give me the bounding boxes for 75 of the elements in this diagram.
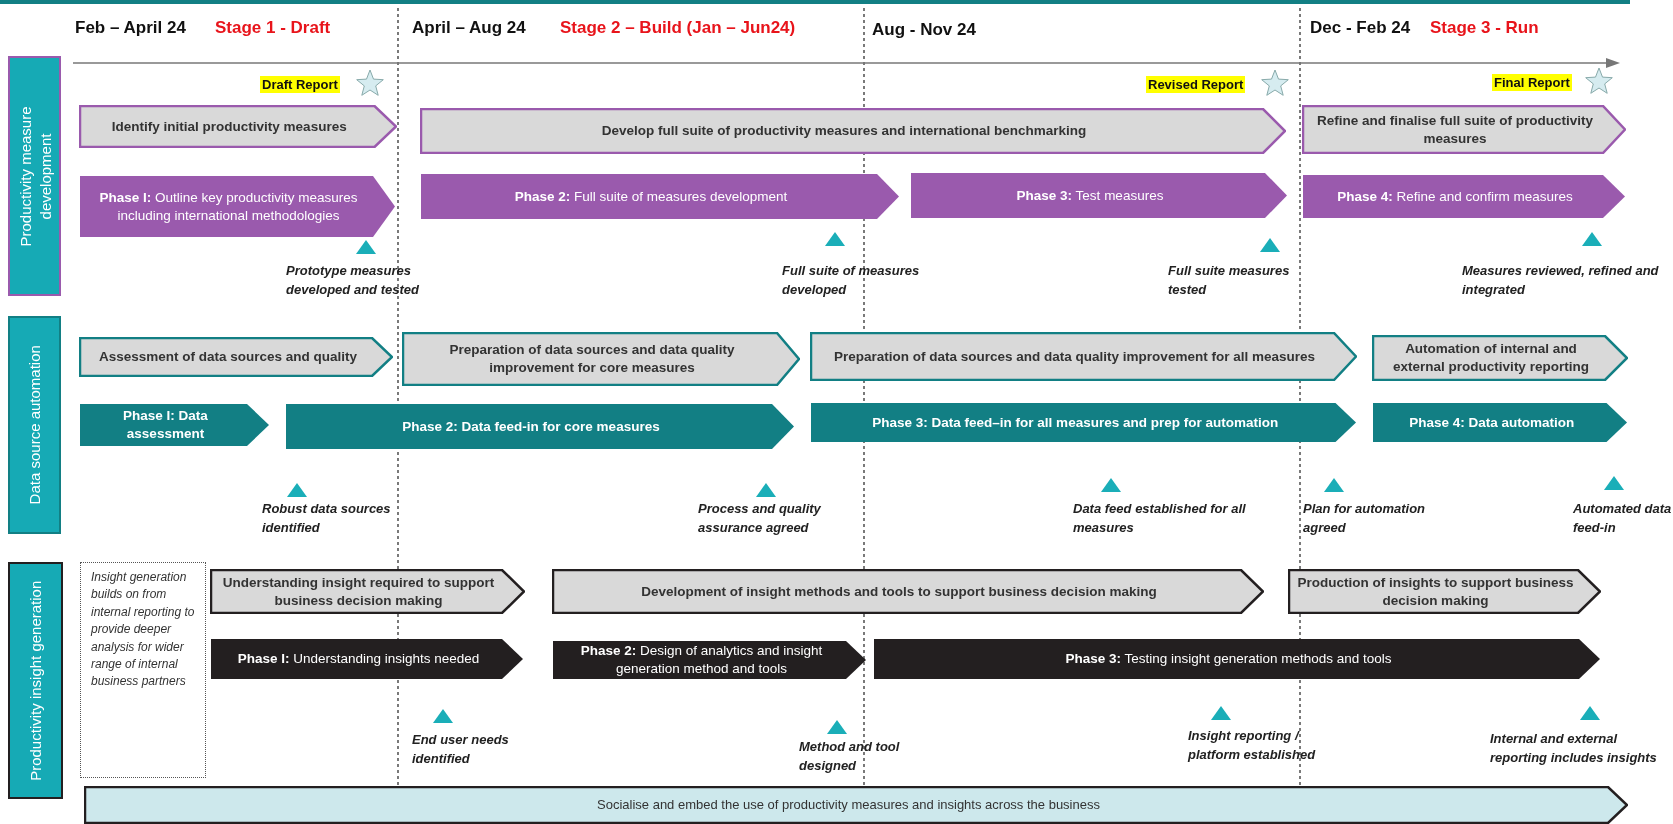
milestone-caption: Internal and external reporting includes insights	[1490, 730, 1658, 767]
banner-block	[84, 786, 1628, 824]
milestone-caption: Robust data sources identified	[262, 500, 392, 537]
task-block	[1372, 335, 1628, 381]
phase-label: Phase 2: Data feed-in for core measures	[402, 417, 660, 436]
row-heading: Productivity insight generation	[25, 579, 45, 783]
task-label: Understanding insight required to support business decision making	[221, 573, 496, 610]
milestone-caption: Method and tool designed	[799, 738, 901, 775]
phase-block	[420, 173, 900, 220]
milestone-caption: Data feed established for all measures	[1073, 500, 1247, 537]
milestone-caption: Process and quality assurance agreed	[698, 500, 822, 537]
milestone-caption: Insight reporting / platform established	[1188, 727, 1317, 764]
milestone-caption: Full suite measures tested	[1168, 262, 1291, 299]
milestone-caption: Plan for automation agreed	[1303, 500, 1427, 537]
phase-block	[873, 638, 1601, 680]
period-heading: April – Aug 24	[412, 18, 526, 38]
row-heading: Data source automation	[24, 344, 44, 507]
task-label: Preparation of data sources and data quality improvement for all measures	[834, 347, 1315, 366]
task-label: Develop full suite of productivity measures and international benchmarking	[601, 122, 1087, 140]
stage-heading: Stage 2 – Build (Jan – Jun24)	[560, 18, 796, 38]
row-heading: Productivity measure development	[15, 104, 54, 249]
milestone-caption: End user needs identified	[412, 731, 510, 768]
phase-label: Phase I: Data assessment	[122, 407, 209, 443]
report-milestone: Draft Report	[260, 76, 340, 93]
phase-label: Phase 3: Data feed–in for all measures and prep for automation	[872, 413, 1279, 432]
stage-heading: Stage 3 - Run	[1430, 18, 1539, 38]
note-box	[80, 562, 206, 778]
phase-label: Phase 4: Data automation	[1409, 413, 1575, 432]
phase-block	[210, 638, 524, 680]
phase-block	[1302, 174, 1626, 219]
task-label: Identify initial productivity measures	[111, 117, 347, 136]
phase-label: Phase 3: Testing insight generation methods and tools	[1065, 650, 1392, 668]
task-label: Preparation of data sources and data quality improvement for core measures	[448, 341, 736, 377]
report-milestone: Final Report	[1492, 74, 1572, 91]
task-block	[1302, 105, 1626, 154]
phase-block	[552, 640, 867, 680]
banner-text: Socialise and embed the use of productivity measures and insights across the business	[597, 796, 1100, 814]
note-text: Insight generation builds on from internal reporting to provide deeper analysis for wider range of internal business partners	[91, 569, 195, 691]
phase-label: Phase I: Outline key productivity measures including international methodologies	[98, 188, 359, 225]
phase-block	[810, 402, 1357, 443]
task-block	[810, 332, 1357, 381]
row-heading-band	[8, 562, 63, 799]
task-label: Refine and finalise full suite of productivity measures	[1315, 111, 1594, 148]
phase-block	[1372, 402, 1628, 443]
phase-label: Phase 3: Test measures	[1016, 186, 1164, 205]
phase-block	[910, 172, 1288, 219]
stage-heading: Stage 1 - Draft	[215, 18, 331, 38]
task-block	[1288, 569, 1601, 614]
task-block	[552, 569, 1264, 614]
task-label: Automation of internal and external productivity reporting	[1392, 340, 1590, 376]
phase-block	[79, 175, 396, 238]
milestone-caption: Automated data feed-in	[1573, 500, 1673, 537]
task-block	[210, 569, 525, 614]
phase-label: Phase 2: Full suite of measures development	[514, 187, 788, 206]
report-milestone: Revised Report	[1146, 76, 1246, 93]
task-label: Development of insight methods and tools to support business decision making	[641, 582, 1157, 601]
milestone-caption: Measures reviewed, refined and integrated	[1462, 262, 1660, 299]
phase-label: Phase 4: Refine and confirm measures	[1337, 187, 1573, 206]
task-block	[420, 108, 1286, 154]
task-block	[402, 332, 800, 386]
period-heading: Feb – April 24	[75, 18, 186, 38]
phase-block	[79, 403, 270, 447]
phase-block	[285, 403, 795, 450]
task-block	[79, 337, 393, 377]
period-heading: Dec - Feb 24	[1310, 18, 1411, 38]
phase-label: Phase I: Understanding insights needed	[237, 650, 480, 668]
period-heading: Aug - Nov 24	[872, 20, 976, 40]
task-label: Assessment of data sources and quality	[98, 348, 358, 366]
milestone-caption: Prototype measures developed and tested	[286, 262, 420, 299]
task-label: Production of insights to support business decision making	[1296, 573, 1575, 610]
milestone-caption: Full suite of measures developed	[782, 262, 921, 299]
task-block	[79, 105, 397, 148]
phase-label: Phase 2: Design of analytics and insight generation method and tools	[579, 642, 824, 678]
row-heading-band	[8, 56, 61, 296]
row-heading-band	[8, 316, 61, 534]
